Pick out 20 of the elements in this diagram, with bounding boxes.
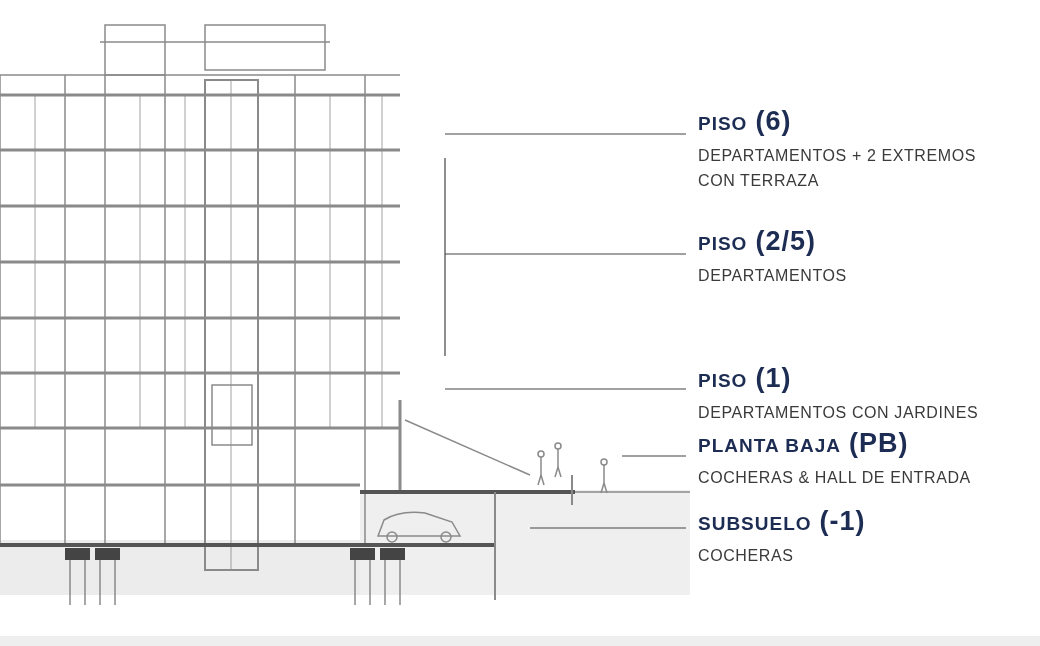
floor-number: (-1) bbox=[819, 508, 866, 535]
leader-line bbox=[444, 388, 687, 390]
floor-description: DEPARTAMENTOS CON JARDINES bbox=[698, 403, 980, 423]
floor-name: PISO bbox=[698, 114, 748, 133]
floor-name: PLANTA BAJA bbox=[698, 436, 841, 455]
floor-number: (6) bbox=[755, 108, 792, 135]
leader-line bbox=[444, 253, 687, 255]
floor-number: (PB) bbox=[848, 430, 909, 457]
leader-line bbox=[529, 527, 687, 529]
floor-name: PISO bbox=[698, 234, 748, 253]
leader-line bbox=[621, 455, 687, 457]
leader-line bbox=[444, 133, 687, 135]
floor-name: PISO bbox=[698, 371, 748, 390]
floor-description: COCHERAS & HALL DE ENTRADA bbox=[698, 468, 972, 488]
floor-description: DEPARTAMENTOS bbox=[698, 266, 848, 286]
floor-name: SUBSUELO bbox=[698, 514, 812, 533]
floor-number: (2/5) bbox=[755, 228, 816, 255]
floor-description: DEPARTAMENTOS + 2 EXTREMOS CON TERRAZA bbox=[698, 146, 978, 191]
floor-description: COCHERAS bbox=[698, 546, 795, 566]
floor-number: (1) bbox=[755, 365, 792, 392]
